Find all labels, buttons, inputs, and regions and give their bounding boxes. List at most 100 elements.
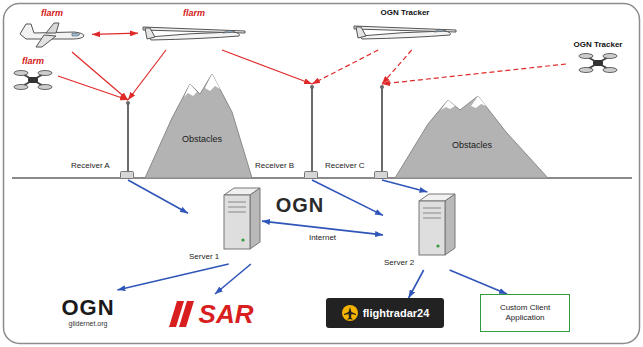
icon-part bbox=[145, 28, 155, 39]
aircraft: flarm bbox=[138, 8, 250, 50]
icon-part bbox=[28, 77, 38, 83]
node-label: flarm bbox=[183, 8, 205, 19]
ogn-logo: OGNglidernet.org bbox=[46, 290, 130, 334]
node-label: Custom Client Application bbox=[487, 303, 563, 323]
connector bbox=[117, 264, 228, 290]
icon-part bbox=[375, 172, 388, 179]
region-label: Obstacles bbox=[182, 134, 222, 145]
icon bbox=[304, 84, 318, 180]
icon-part bbox=[423, 213, 441, 214]
drone: OGN Tracker bbox=[566, 40, 630, 80]
mountain bbox=[145, 74, 252, 178]
icon-part bbox=[143, 27, 245, 33]
icon-part bbox=[228, 202, 246, 203]
icon-part bbox=[423, 208, 441, 209]
edge-label: Internet bbox=[307, 233, 338, 243]
icon bbox=[16, 19, 88, 49]
connector bbox=[450, 270, 507, 294]
aircraft: OGN Tracker bbox=[338, 8, 472, 50]
connector bbox=[222, 50, 312, 84]
icon bbox=[141, 19, 247, 47]
icon-part bbox=[593, 60, 603, 66]
receiver: Receiver B bbox=[254, 84, 318, 180]
node-label: Server 1 bbox=[189, 252, 219, 262]
snow-cap bbox=[184, 84, 197, 97]
icon-part bbox=[305, 172, 318, 179]
connector bbox=[128, 180, 188, 213]
connector bbox=[215, 264, 251, 294]
icon-part bbox=[360, 31, 450, 39]
icon-part bbox=[179, 301, 194, 327]
mountain bbox=[395, 96, 548, 178]
icon-part bbox=[72, 33, 80, 36]
icon-part bbox=[342, 305, 358, 321]
icon-part bbox=[36, 35, 56, 47]
icon-part bbox=[434, 30, 446, 32]
icon-part bbox=[579, 54, 593, 59]
icon-part bbox=[381, 87, 383, 172]
icon-part bbox=[127, 103, 129, 172]
logo-text: OGN bbox=[276, 194, 325, 216]
node-label: OGN Tracker bbox=[574, 40, 623, 50]
node-label: Receiver A bbox=[71, 161, 110, 171]
icon-part bbox=[126, 101, 130, 105]
node-label: SAR bbox=[199, 299, 254, 329]
icon-part bbox=[436, 244, 439, 247]
sar-logo: SAR bbox=[160, 294, 260, 334]
icon bbox=[417, 192, 457, 256]
icon bbox=[341, 304, 359, 322]
icon-part bbox=[223, 31, 235, 33]
icon-part bbox=[356, 27, 366, 38]
drone: flarm bbox=[8, 56, 58, 96]
icon-part bbox=[579, 68, 593, 73]
icon-part bbox=[38, 85, 52, 90]
icon-part bbox=[228, 207, 246, 208]
icon-part bbox=[46, 23, 59, 33]
icon-part bbox=[241, 238, 244, 241]
icon-part bbox=[354, 26, 456, 32]
snow-cap bbox=[471, 96, 486, 108]
node-label: flarm bbox=[22, 56, 44, 67]
node-label: OGN bbox=[61, 297, 114, 319]
region-label: Obstacles bbox=[452, 140, 492, 151]
icon-part bbox=[603, 54, 617, 59]
connector bbox=[382, 50, 412, 84]
node-label: flarm bbox=[41, 8, 63, 19]
icon bbox=[120, 100, 134, 180]
node-label: flightradar24 bbox=[363, 306, 430, 320]
icon bbox=[374, 84, 388, 180]
icon-part bbox=[14, 71, 28, 76]
icon-part bbox=[419, 201, 445, 255]
icon-part bbox=[603, 68, 617, 73]
icon bbox=[13, 67, 53, 93]
icon-part bbox=[311, 87, 313, 172]
snow-cap bbox=[441, 100, 455, 110]
receiver: Receiver C bbox=[324, 84, 388, 180]
icon-part bbox=[38, 71, 52, 76]
icon-part bbox=[14, 85, 28, 90]
connector bbox=[312, 50, 378, 84]
icon-part bbox=[228, 212, 246, 213]
connector bbox=[58, 76, 128, 100]
client-box: Custom Client Application bbox=[480, 294, 570, 332]
receiver: Receiver A bbox=[70, 100, 134, 180]
snow-cap bbox=[205, 74, 220, 91]
flightradar-logo: flightradar24 bbox=[326, 298, 444, 328]
node-label: OGN Tracker bbox=[381, 8, 430, 18]
icon-part bbox=[121, 172, 134, 179]
aircraft: flarm bbox=[12, 8, 92, 52]
server: Server 1 bbox=[188, 186, 262, 264]
icon bbox=[578, 50, 618, 76]
connector bbox=[382, 180, 427, 192]
connector bbox=[382, 64, 566, 84]
node-label: Server 2 bbox=[384, 258, 414, 268]
server: Server 2 bbox=[383, 192, 457, 270]
node-label: Receiver B bbox=[255, 161, 294, 171]
node-label: Receiver C bbox=[325, 161, 365, 171]
icon bbox=[222, 186, 262, 250]
icon-part bbox=[310, 85, 314, 89]
icon-part bbox=[445, 194, 455, 255]
icon-part bbox=[224, 195, 250, 249]
icon-part bbox=[423, 218, 441, 219]
